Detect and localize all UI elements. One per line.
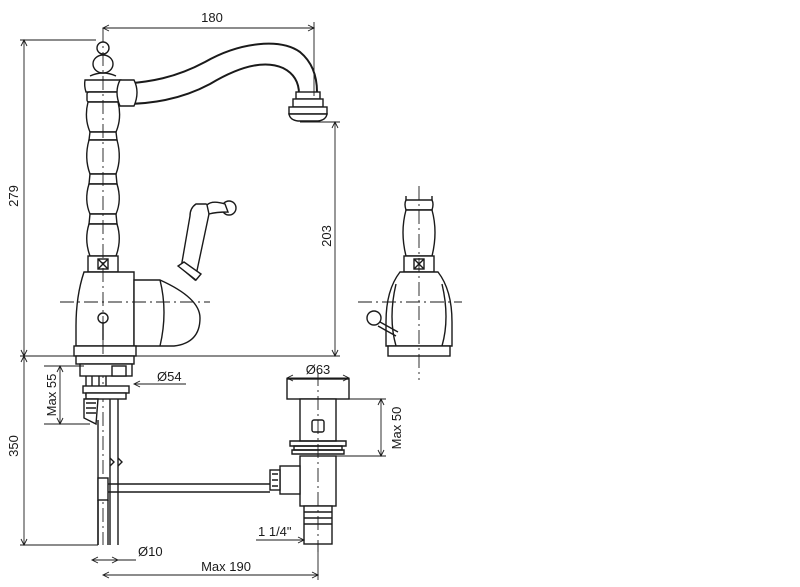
- waste-valve: [269, 372, 350, 552]
- spout-height-label: 203: [319, 225, 334, 247]
- waste-thread-label: 1 1/4": [258, 524, 292, 539]
- under-deck-fixings: [75, 355, 270, 545]
- max-rod-distance-label: Max 190: [201, 559, 251, 574]
- max-deck-thickness-label: Max 55: [44, 374, 59, 417]
- spout-reach-label: 180: [201, 10, 223, 25]
- below-deck-length-label: 350: [6, 435, 21, 457]
- overall-height-label: 279: [6, 185, 21, 207]
- waste-diameter-label: Ø63: [306, 362, 331, 377]
- base-diameter-label: Ø54: [157, 369, 182, 384]
- waste-max-thickness-label: Max 50: [389, 407, 404, 450]
- mixer-front-view: [60, 28, 328, 545]
- dimension-lines: [20, 22, 386, 580]
- rod-diameter-label: Ø10: [138, 544, 163, 559]
- mixer-side-view: [358, 186, 462, 380]
